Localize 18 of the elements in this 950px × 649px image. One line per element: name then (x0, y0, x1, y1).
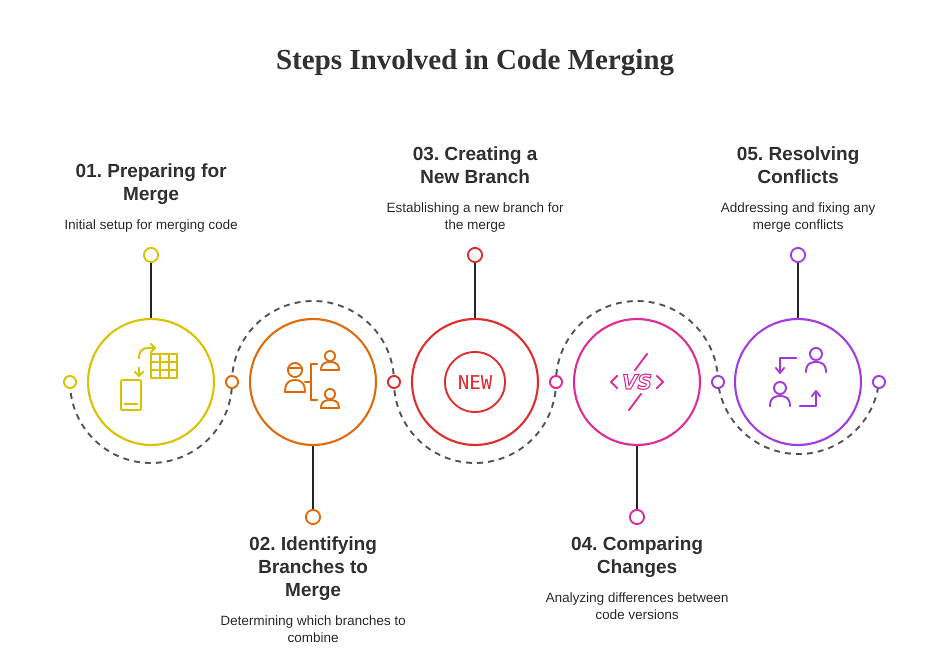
leader-line (305, 445, 321, 525)
title: Steps Involved in Code Merging (275, 44, 675, 77)
step-heading: 01. Preparing for Merge (74, 160, 228, 206)
badge-text: NEW (458, 372, 492, 394)
step-description: Initial setup for merging code (64, 216, 238, 233)
leader-line (467, 247, 483, 319)
step-heading: 02. Identifying Branches to Merge (248, 533, 378, 602)
versus-text: VS (622, 370, 652, 394)
step-heading: 03. Creating a New Branch (412, 143, 538, 189)
leader-line (790, 247, 806, 319)
step-description: Determining which branches to combine (219, 612, 407, 646)
step-description: Analyzing differences between code versions (544, 589, 730, 623)
step-heading: 04. Comparing Changes (570, 533, 704, 579)
leader-line (629, 445, 645, 525)
step-description: Addressing and fixing any merge conflicts (720, 199, 876, 233)
step-description: Establishing a new branch for the merge (385, 199, 565, 233)
step-heading: 05. Resolving Conflicts (736, 143, 860, 189)
leader-line (143, 247, 159, 319)
